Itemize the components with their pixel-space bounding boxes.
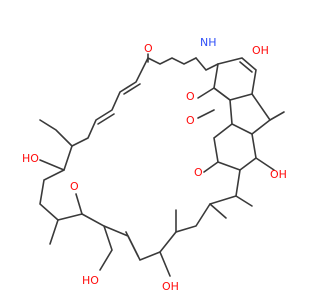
bond-methyl-left xyxy=(39,119,73,147)
bond-link-ring xyxy=(235,169,241,197)
bond-bottom-double xyxy=(125,231,139,257)
bond-quinone-2 xyxy=(197,109,215,119)
bond-lines xyxy=(39,53,285,277)
atom-label: HO xyxy=(82,274,99,287)
bond-bottom-chain xyxy=(81,213,113,271)
bond-amide xyxy=(195,57,219,71)
bond-hydroxy-left xyxy=(39,159,65,171)
bond-ketone-right xyxy=(203,161,219,173)
bond-hydroxy-b2 xyxy=(159,251,171,277)
bond-bottom-right xyxy=(159,195,237,253)
atom-label: O xyxy=(144,42,153,55)
bond-link-methyl xyxy=(235,195,253,207)
bond-ring-lower-2 xyxy=(213,123,257,171)
bond-methyl-aromatic xyxy=(269,111,285,121)
bond-ketone-mid xyxy=(75,193,83,215)
atom-label: NH xyxy=(200,36,217,49)
bond-ring-lower xyxy=(213,87,272,135)
atom-label: O xyxy=(186,90,195,103)
bond-oh-aromatic xyxy=(255,157,275,171)
molecule-structure: O NH OH O O HO O O OH HO OH xyxy=(22,36,287,293)
bond-methyl-b3 xyxy=(209,203,227,219)
atom-label: O xyxy=(194,166,203,179)
atom-label: OH xyxy=(162,280,179,293)
bond-diene-chain xyxy=(71,57,149,147)
atom-label: HO xyxy=(22,152,39,165)
bond-chain-top xyxy=(147,57,197,65)
structure-canvas: O NH OH O O HO O O OH HO OH xyxy=(22,36,287,293)
bond-macro-left xyxy=(39,145,83,221)
bond-quinone-1 xyxy=(197,87,215,99)
atom-label: O xyxy=(186,114,195,127)
atom-label: OH xyxy=(252,44,269,57)
atom-label: O xyxy=(70,180,79,193)
atom-labels: O NH OH O O HO O O OH HO OH xyxy=(22,36,287,293)
bond-methyl-low xyxy=(49,219,59,245)
bond-diene-double-2 xyxy=(97,113,115,125)
atom-label: OH xyxy=(270,168,287,181)
bond-ring-upper-double xyxy=(239,61,253,73)
bond-diene-double-1 xyxy=(123,83,141,95)
